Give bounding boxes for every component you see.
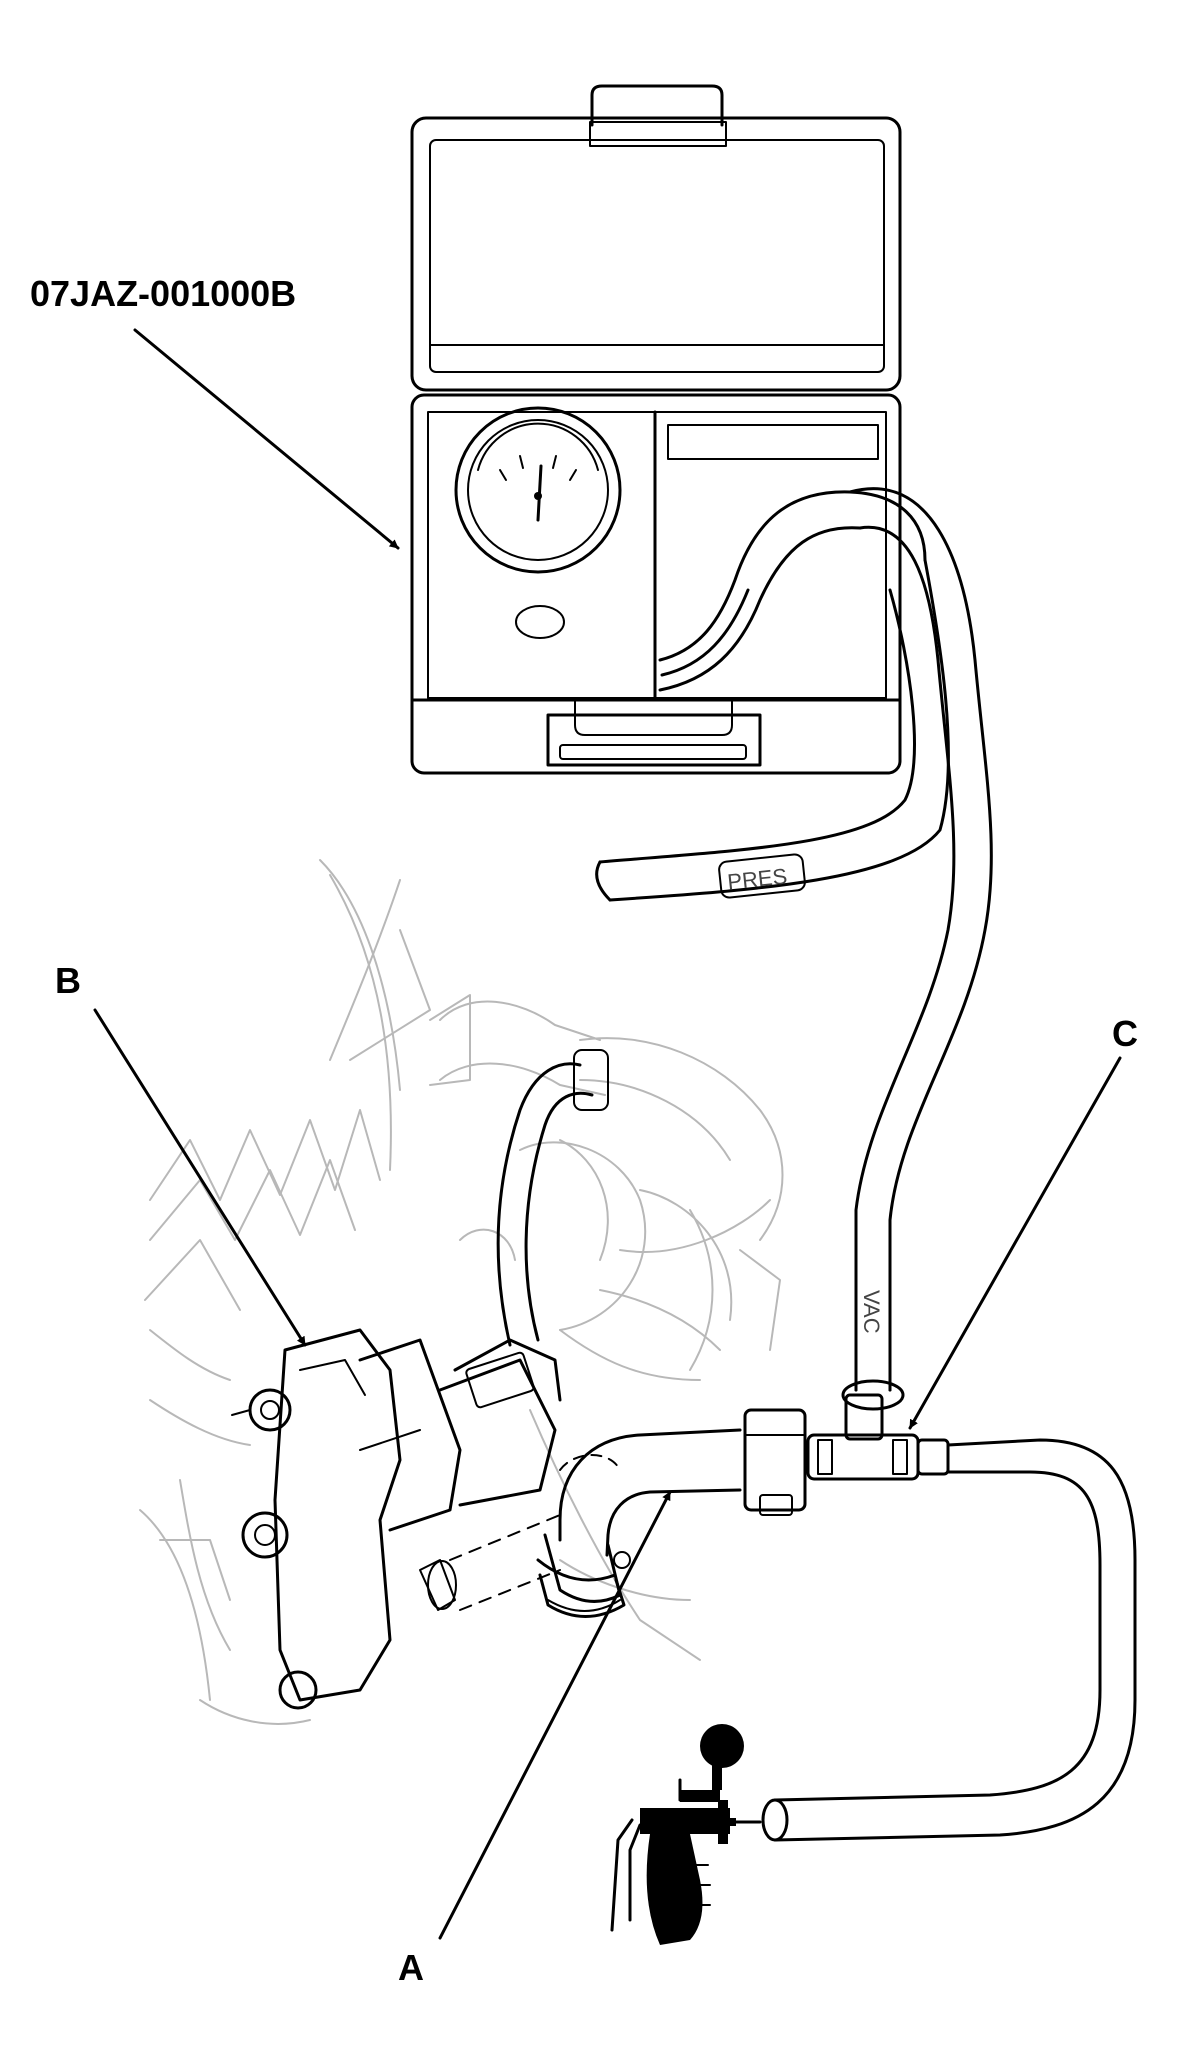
callout-a-label: A <box>398 1947 424 1988</box>
leader-a <box>438 1490 672 1940</box>
vacuum-hose-marking: VAC <box>859 1290 884 1334</box>
callout-c-label: C <box>1112 1013 1138 1054</box>
callout-b-label: B <box>55 960 81 1001</box>
purge-control-solenoid-valve <box>231 1049 609 1710</box>
pressure-gauge <box>454 406 622 574</box>
hand-vacuum-pump <box>610 1724 762 1945</box>
purge-hose-a <box>536 1408 807 1618</box>
engine-background <box>139 859 784 1725</box>
tool-part-number-label: 07JAZ-001000B <box>30 273 296 314</box>
tester-hoses: PRES VAC <box>595 487 993 1392</box>
leader-lines <box>93 328 1122 1940</box>
alignment-dashes <box>449 1454 621 1611</box>
t-joint-c <box>806 1378 950 1481</box>
vacuum-pressure-tester-case <box>410 84 927 775</box>
leader-tool <box>133 328 400 550</box>
release-valve-knob <box>515 605 565 639</box>
pump-hose <box>761 1438 1137 1842</box>
leader-b <box>93 1008 307 1347</box>
pressure-hose-marking: PRES <box>726 863 788 894</box>
leader-c <box>908 1056 1122 1430</box>
